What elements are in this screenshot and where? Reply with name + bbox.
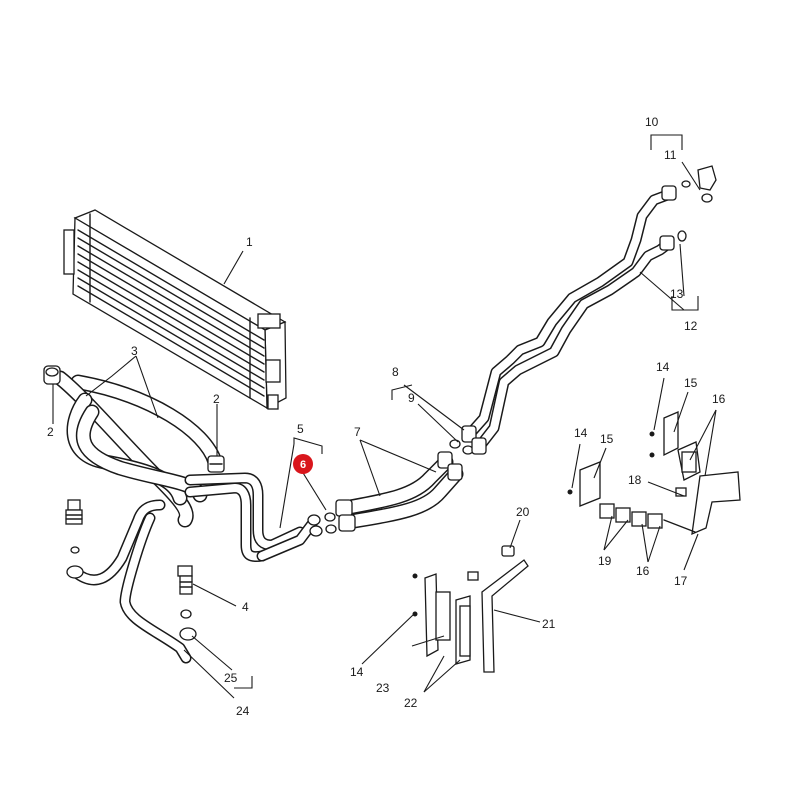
callout-4: 4 — [242, 600, 249, 614]
callout-15-upper: 15 — [684, 376, 698, 390]
callout-12: 12 — [684, 319, 698, 333]
leader-lines — [52, 134, 717, 699]
tube-assembly-long[interactable] — [461, 185, 677, 455]
tube-lower-left[interactable] — [69, 472, 318, 664]
callout-18: 18 — [628, 473, 642, 487]
callout-16-upper: 16 — [712, 392, 726, 406]
oil-cooler[interactable] — [63, 209, 287, 410]
adapter-fitting-left[interactable] — [65, 499, 84, 579]
callout-3: 3 — [131, 344, 138, 358]
elbow-fitting-left[interactable] — [43, 365, 61, 385]
callout-8: 8 — [392, 365, 399, 379]
o-ring-13[interactable] — [677, 230, 687, 242]
o-ring-6[interactable] — [307, 512, 337, 537]
callout-5: 5 — [297, 422, 304, 436]
callout-20: 20 — [516, 505, 530, 519]
callout-16-lower: 16 — [636, 564, 650, 578]
callout-14-middle: 14 — [574, 426, 588, 440]
clamp-block-22[interactable] — [455, 571, 479, 665]
o-ring-25[interactable] — [179, 609, 197, 641]
callout-23: 23 — [376, 681, 390, 695]
callout-1: 1 — [246, 235, 253, 249]
callout-10: 10 — [645, 115, 659, 129]
callout-14-lower: 14 — [350, 665, 364, 679]
clamp-bracket-middle[interactable] — [567, 461, 663, 529]
hose-assembly-left[interactable] — [52, 370, 223, 528]
o-ring-9[interactable] — [449, 439, 474, 455]
callout-2-left: 2 — [47, 425, 54, 439]
callout-24: 24 — [236, 704, 250, 718]
callout-22: 22 — [404, 696, 418, 710]
callout-9: 9 — [408, 391, 415, 405]
highlighted-callout-6[interactable]: 6 — [293, 454, 313, 474]
callout-19: 19 — [598, 554, 612, 568]
clamp-block-23[interactable] — [412, 573, 451, 658]
callout-15-middle: 15 — [600, 432, 614, 446]
elbow-fitting-11[interactable] — [681, 165, 717, 203]
bracket-21[interactable] — [481, 545, 529, 673]
callout-7: 7 — [354, 425, 361, 439]
callout-6: 6 — [300, 459, 306, 471]
adapter-fitting-4[interactable] — [177, 565, 193, 595]
mounting-bracket-17[interactable] — [663, 471, 741, 536]
callout-14-upper: 14 — [656, 360, 670, 374]
callout-13: 13 — [670, 287, 684, 301]
clamp-bracket-upper[interactable] — [649, 411, 701, 481]
callout-21: 21 — [542, 617, 556, 631]
hose-assembly-7[interactable] — [335, 451, 464, 532]
callout-25: 25 — [224, 671, 238, 685]
callout-11: 11 — [664, 148, 677, 162]
callout-2-center: 2 — [213, 392, 220, 406]
callout-17: 17 — [674, 574, 688, 588]
elbow-fitting-center[interactable] — [207, 455, 225, 473]
